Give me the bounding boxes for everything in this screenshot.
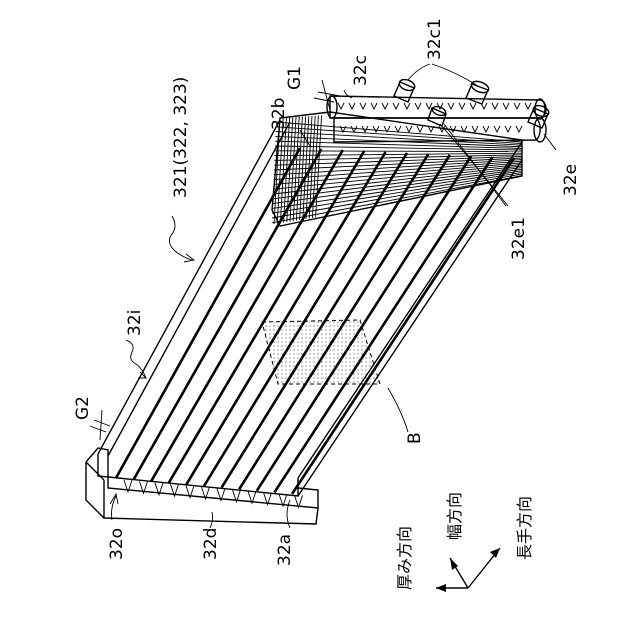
fin-edge xyxy=(316,115,322,217)
label-main: 321(322, 323) xyxy=(171,77,191,198)
hatch-mark xyxy=(514,103,520,109)
nozzle-upper-2 xyxy=(466,79,490,104)
label-plate: 32d xyxy=(201,528,221,560)
label-gap-top: G1 xyxy=(285,66,305,90)
label-dir-width: 幅方向 xyxy=(445,492,464,540)
hatch-mark xyxy=(406,126,412,132)
label-header-lower: 32e xyxy=(561,164,581,196)
hatch-mark xyxy=(494,126,500,132)
fin-line xyxy=(275,146,522,150)
label-region-b: B xyxy=(405,432,425,444)
label-dir-length: 長手方向 xyxy=(515,496,534,560)
hatch-mark xyxy=(373,126,379,132)
hatch-mark xyxy=(395,126,401,132)
header-upper xyxy=(327,96,546,119)
hatch-mark xyxy=(393,103,399,109)
fin-edge xyxy=(312,116,318,218)
hatch-mark xyxy=(483,126,489,132)
label-outlet-end: 32o xyxy=(107,528,127,560)
region-b xyxy=(262,320,380,384)
label-gap-bottom: G2 xyxy=(73,396,93,420)
hatch-mark xyxy=(349,103,355,109)
tube xyxy=(134,149,322,480)
tube xyxy=(169,151,364,483)
hatch-mark xyxy=(459,103,465,109)
header-upper-hatch xyxy=(338,103,531,109)
hatch-mark xyxy=(472,126,478,132)
label-dir-thickness: 厚み方向 xyxy=(395,526,414,590)
direction-arrows xyxy=(436,548,500,592)
hatch-mark xyxy=(426,103,432,109)
label-pipe-upper: 32c1 xyxy=(425,18,445,60)
label-tubes: 32a xyxy=(275,534,295,566)
hatch-mark xyxy=(492,103,498,109)
label-pipe-lower: 32e1 xyxy=(509,217,529,260)
hatch-mark xyxy=(503,103,509,109)
hatch-mark xyxy=(360,103,366,109)
hatch-mark xyxy=(351,126,357,132)
nozzle-lower-1 xyxy=(428,105,447,126)
hatch-mark xyxy=(505,126,511,132)
nozzle-upper-1 xyxy=(394,78,416,102)
hatch-mark xyxy=(417,126,423,132)
fin-line xyxy=(275,151,522,152)
hatch-mark xyxy=(338,103,344,109)
hatch-mark xyxy=(448,103,454,109)
hatch-mark xyxy=(404,103,410,109)
hatch-mark xyxy=(470,103,476,109)
hatch-mark xyxy=(516,126,522,132)
fin-edge xyxy=(303,116,309,219)
label-fin-front: 32i xyxy=(125,310,145,336)
hatch-mark xyxy=(382,103,388,109)
fin-line xyxy=(276,122,522,142)
hatch-mark xyxy=(371,103,377,109)
label-header-upper: 32c xyxy=(351,55,371,86)
hatch-mark xyxy=(525,103,531,109)
label-fins-end: 32b xyxy=(269,98,289,130)
hatch-mark xyxy=(415,103,421,109)
